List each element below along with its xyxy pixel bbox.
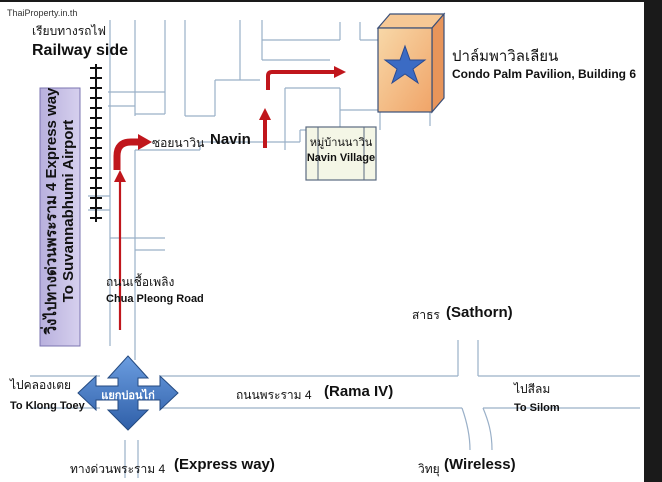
wireless-thai-label: วิทยุ — [418, 462, 440, 476]
klong-toey-thai-label: ไปคลองเตย — [10, 378, 72, 392]
navin-soi-thai-label: ซอยนาวิน — [152, 136, 205, 150]
navin-soi-en-label: Navin — [210, 131, 251, 148]
navin-village-en-label: Navin Village — [306, 152, 376, 164]
condo-building — [376, 12, 446, 114]
navin-village: หมู่บ้านนาวิน Navin Village — [306, 127, 376, 180]
navin-village-thai-label: หมู่บ้านนาวิน — [309, 137, 373, 149]
airport-way-box — [39, 87, 81, 347]
rama4-en-label: (Rama IV) — [324, 383, 394, 400]
condo-thai-label: ปาล์มพาวิลเลียน — [452, 48, 559, 65]
railway-en-label: Railway side — [32, 42, 129, 59]
junction-arrow-icon — [77, 355, 179, 431]
condo-en-label: Condo Palm Pavilion, Building 6 — [452, 67, 637, 81]
rama4-thai-label: ถนนพระราม 4 — [236, 388, 312, 402]
chua-pleong-thai-label: ถนนเชื้อเพลิง — [106, 275, 175, 289]
airport-way: วิ่งไปทางด่วนพระราม 4 Express way To Suv… — [40, 88, 80, 346]
watermark: ThaiProperty.in.th — [7, 8, 78, 18]
sathorn-thai-label: สาธร — [412, 308, 440, 322]
airport-way-line2: To Suvannabhumi Airport — [60, 119, 77, 303]
expressway-thai-label: ทางด่วนพระราม 4 — [70, 462, 166, 476]
frame-top — [0, 0, 662, 2]
road-network — [30, 20, 640, 478]
navin-village-box — [305, 126, 377, 181]
route-arrows — [113, 66, 346, 330]
chua-pleong-en-label: Chua Pleong Road — [106, 293, 204, 305]
wireless-en-label: (Wireless) — [444, 456, 516, 473]
airport-way-line1: วิ่งไปทางด่วนพระราม 4 Express way — [43, 87, 60, 335]
railway-track — [90, 64, 102, 222]
railway-thai-label: เรียบทางรถไฟ — [32, 24, 106, 38]
klong-toey-en-label: To Klong Toey — [10, 400, 85, 412]
star-icon — [383, 44, 427, 85]
silom-thai-label: ไปสีลม — [514, 382, 551, 396]
expressway-en-label: (Express way) — [174, 456, 275, 473]
frame-right — [644, 0, 662, 482]
sathorn-en-label: (Sathorn) — [446, 304, 513, 321]
airport-way-label: วิ่งไปทางด่วนพระราม 4 Express way To Suv… — [43, 81, 77, 341]
junction-label: แยกบ่อนไก่ — [101, 390, 155, 402]
silom-en-label: To Silom — [514, 402, 560, 414]
